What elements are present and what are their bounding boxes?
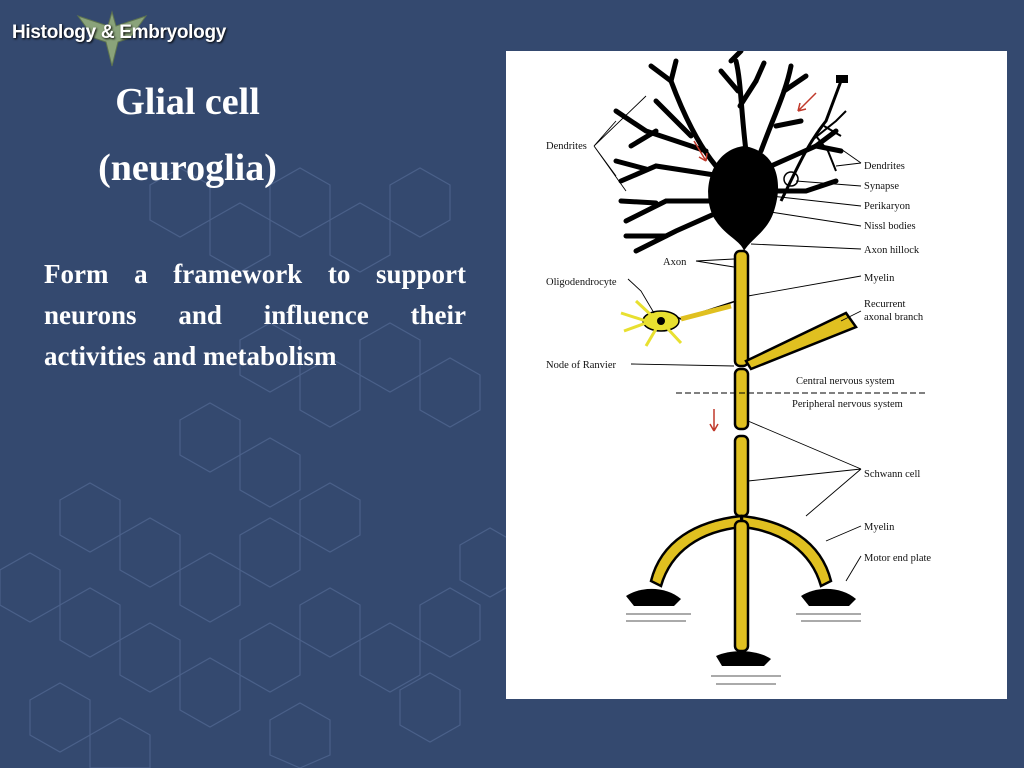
logo-text: Histology & Embryology [12,22,227,43]
label-schwann-cell: Schwann cell [864,469,920,480]
label-motor-end-plate: Motor end plate [864,553,931,564]
label-oligodendrocyte: Oligodendrocyte [546,277,617,288]
label-synapse: Synapse [864,181,899,192]
dendrites-drawing [613,48,844,254]
label-axon-hillock: Axon hillock [864,245,920,256]
label-recurrent: Recurrent [864,299,905,310]
label-myelin-bottom: Myelin [864,522,895,533]
label-perikaryon: Perikaryon [864,201,911,212]
logo [8,8,248,68]
label-node-of-ranvier: Node of Ranvier [546,360,616,371]
label-dendrites-right: Dendrites [864,161,905,172]
label-dendrites-left: Dendrites [546,141,587,152]
perikaryon-shape [708,146,779,251]
label-pns: Peripheral nervous system [792,399,903,410]
eagle-logo-icon [76,10,148,67]
label-cns: Central nervous system [796,376,895,387]
slide-subtitle: (neuroglia) [98,147,277,189]
label-axon: Axon [663,257,687,268]
label-axonal-branch: axonal branch [864,312,924,323]
slide-title: Glial cell [115,81,260,123]
slide-body-text: Form a framework to support neurons and … [44,259,466,371]
neuron-diagram-svg: Dendrites Dendrites Synapse Perikaryon N… [546,48,931,685]
label-myelin-top: Myelin [864,273,895,284]
neuron-diagram: Dendrites Dendrites Synapse Perikaryon N… [506,48,1007,699]
label-nissl-bodies: Nissl bodies [864,221,916,232]
